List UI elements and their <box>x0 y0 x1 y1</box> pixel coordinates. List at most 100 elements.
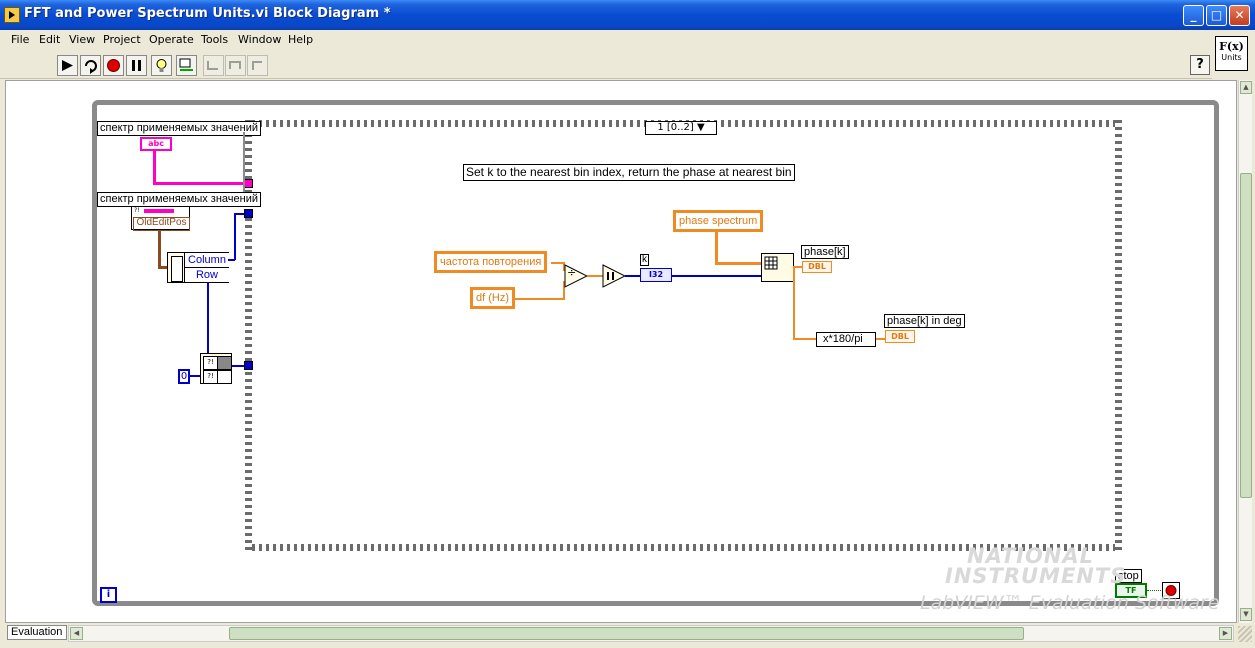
stop-sign-icon <box>1165 585 1177 596</box>
string-constant[interactable]: abc <box>140 137 172 151</box>
step-out-icon[interactable] <box>247 55 268 76</box>
abort-icon[interactable] <box>103 55 124 76</box>
old-edit-pos-label: OldEditPos <box>133 217 190 231</box>
frame-edge-marker <box>243 132 245 192</box>
context-help-button[interactable]: ? <box>1190 55 1210 75</box>
stop-button-terminal[interactable]: TF <box>1115 583 1147 598</box>
menu-edit[interactable]: Edit <box>39 33 61 46</box>
retain-wire-values-icon[interactable] <box>176 55 197 76</box>
expression-node[interactable]: x*180/pi <box>816 332 876 347</box>
round-out-wire <box>625 275 641 277</box>
df-wire-h <box>515 298 565 300</box>
highlight-execution-icon[interactable] <box>151 55 172 76</box>
while-loop-structure[interactable] <box>92 100 1219 606</box>
freq-wire-v <box>563 262 565 271</box>
scroll-up-arrow-icon[interactable]: ▲ <box>1240 81 1252 94</box>
phase-k-indicator[interactable]: DBL <box>802 261 832 273</box>
column-wire-to-tunnel <box>234 213 246 215</box>
sequence-frame-selector[interactable]: 1 [0..2] ▼ <box>645 121 717 135</box>
vi-icon-pane[interactable]: F(x) Units <box>1215 36 1248 71</box>
maximize-button[interactable]: □ <box>1206 5 1227 26</box>
scroll-down-arrow-icon[interactable]: ▼ <box>1240 608 1252 621</box>
freq-wire-h <box>551 262 565 264</box>
spectrum-label-top: спектр применяемых значений <box>97 121 262 136</box>
iteration-terminal[interactable]: i <box>100 587 117 603</box>
sequence-film-strip-bottom <box>245 544 1122 551</box>
refnum-wire-vertical <box>158 230 161 268</box>
bundle-input-3: ?! <box>203 370 218 384</box>
ni-watermark-logo: NATIONAL INSTRUMENTS <box>945 546 1127 588</box>
watermark-eval-text: LabVIEW™ Evaluation Software <box>920 592 1220 614</box>
divide-symbol: ÷ <box>567 266 577 279</box>
divide-node[interactable] <box>564 264 588 288</box>
string-wire-vertical <box>153 151 156 184</box>
k-indicator[interactable]: I32 <box>640 268 672 282</box>
menu-window[interactable]: Window <box>238 33 282 46</box>
horizontal-scrollbar[interactable]: ◀ ▶ <box>68 625 1234 642</box>
ref-color-bar <box>144 209 174 213</box>
menu-operate[interactable]: Operate <box>149 33 194 46</box>
ref-type-icon: ?! <box>134 207 140 214</box>
df-hz-control[interactable]: df (Hz) <box>470 287 515 309</box>
index-out-wire <box>794 266 802 268</box>
row-wire-v <box>207 282 209 354</box>
index-array-icon <box>764 256 778 270</box>
property-node[interactable]: Column Row <box>167 252 229 283</box>
phase-down-wire <box>793 266 795 340</box>
bundle-input-1: ?! <box>203 356 218 370</box>
k-to-index-wire <box>672 275 762 277</box>
phase-wire-h <box>715 262 763 265</box>
bundle-out-wire <box>232 365 245 367</box>
menu-file[interactable]: File <box>11 33 30 46</box>
menu-view[interactable]: View <box>69 33 96 46</box>
minimize-button[interactable]: _ <box>1183 5 1204 26</box>
watermark-line2: INSTRUMENTS <box>945 564 1127 588</box>
divide-out-wire <box>587 275 603 277</box>
phase-k-label: phase[k] <box>801 245 849 259</box>
property-node-header <box>171 256 183 282</box>
close-button[interactable]: ✕ <box>1229 5 1250 26</box>
diagram-comment: Set k to the nearest bin index, return t… <box>463 164 795 181</box>
menu-tools[interactable]: Tools <box>201 33 229 46</box>
df-wire-v <box>563 281 565 300</box>
step-over-icon[interactable] <box>225 55 246 76</box>
phase-k-deg-indicator[interactable]: DBL <box>885 330 915 343</box>
evaluation-tab[interactable]: Evaluation <box>7 625 67 640</box>
bundle-node[interactable]: ?! ?! <box>200 353 232 384</box>
column-wire-v <box>234 213 236 260</box>
scroll-right-arrow-icon[interactable]: ▶ <box>1219 627 1232 640</box>
frequency-control[interactable]: частота повторения <box>434 251 548 273</box>
loop-condition-terminal[interactable] <box>1162 582 1180 599</box>
column-wire-h <box>228 259 235 261</box>
round-to-nearest-icon[interactable] <box>602 264 626 288</box>
column-tunnel <box>244 209 253 218</box>
vertical-scroll-thumb[interactable] <box>1240 173 1252 498</box>
horizontal-scroll-thumb[interactable] <box>229 627 1024 640</box>
zero-constant[interactable]: 0 <box>178 369 190 384</box>
run-continuously-icon[interactable] <box>80 55 101 76</box>
stacked-sequence-structure[interactable] <box>245 120 1122 551</box>
vi-icon-glyph: F(x) <box>1219 40 1244 53</box>
step-into-icon[interactable] <box>203 55 224 76</box>
sequence-film-strip-left <box>245 120 252 551</box>
property-node-ref[interactable]: ?! OldEditPos <box>131 206 190 231</box>
property-column[interactable]: Column <box>184 253 229 268</box>
scroll-left-arrow-icon[interactable]: ◀ <box>70 627 83 640</box>
pause-icon[interactable] <box>126 55 147 76</box>
index-array-node[interactable] <box>761 253 794 282</box>
labview-app-icon[interactable] <box>4 7 20 23</box>
menu-help[interactable]: Help <box>288 33 314 46</box>
menu-bar: File Edit View Project Operate Tools Win… <box>0 31 1212 50</box>
string-wire-horizontal <box>153 182 245 185</box>
resize-grip-icon[interactable] <box>1238 626 1252 642</box>
property-row[interactable]: Row <box>184 268 229 282</box>
menu-project[interactable]: Project <box>103 33 141 46</box>
phase-spectrum-control[interactable]: phase spectrum <box>673 210 764 232</box>
window-title: FFT and Power Spectrum Units.vi Block Di… <box>24 6 391 21</box>
vertical-scrollbar[interactable]: ▲ ▼ <box>1238 80 1252 623</box>
zero-wire <box>190 375 200 377</box>
run-arrow-icon[interactable] <box>57 55 78 76</box>
title-bar[interactable]: FFT and Power Spectrum Units.vi Block Di… <box>0 0 1255 30</box>
phase-k-deg-label: phase[k] in deg <box>884 314 965 328</box>
string-tunnel <box>244 179 253 188</box>
